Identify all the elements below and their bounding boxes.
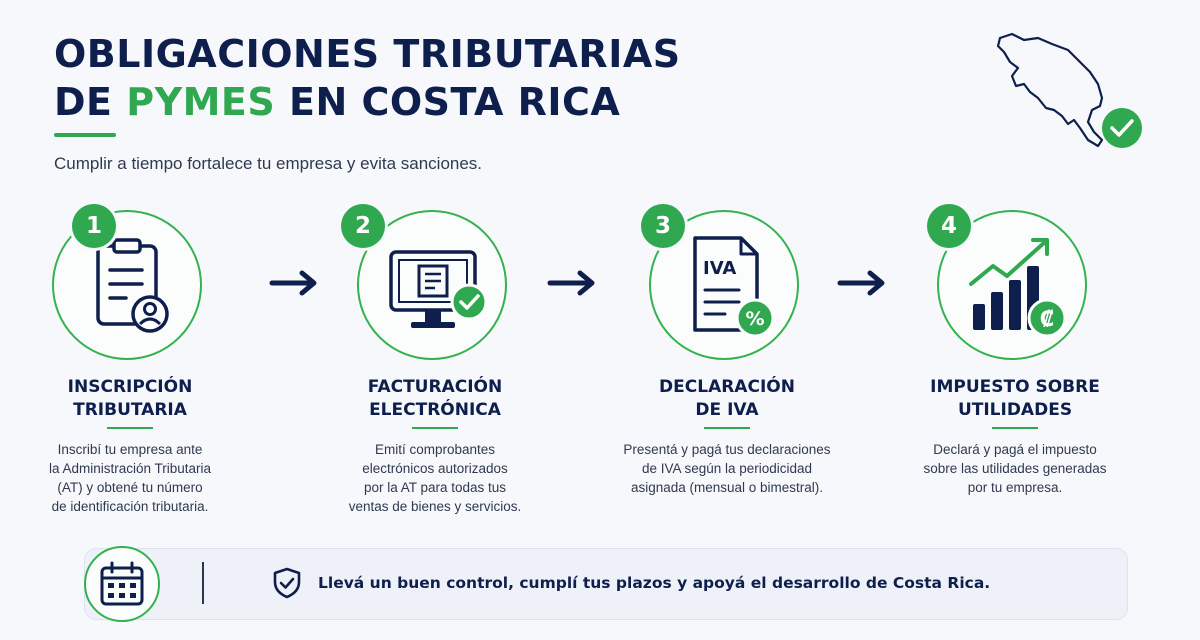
monitor-check-icon <box>389 250 488 328</box>
step-description: Emití comprobantes electrónicos autoriza… <box>305 440 565 516</box>
step-underline <box>412 427 458 429</box>
step-title-line-1: FACTURACIÓN <box>367 377 503 397</box>
colon-currency-badge: ₡ <box>1040 307 1055 331</box>
step-title-line-2: TRIBUTARIA <box>73 400 187 420</box>
title-underline <box>54 133 116 137</box>
percent-badge: % <box>745 308 764 330</box>
title-prefix: DE <box>54 80 127 124</box>
subtitle: Cumplir a tiempo fortalece tu empresa y … <box>54 154 483 173</box>
step-description-line: de identificación tributaria. <box>51 499 209 514</box>
title-line-1: OBLIGACIONES TRIBUTARIAS <box>54 32 681 76</box>
shield-check-icon <box>273 567 301 599</box>
step-underline <box>992 427 1038 429</box>
title-highlight: PYMES <box>126 80 276 124</box>
iva-document-icon: IVA % <box>693 236 775 338</box>
growth-chart-icon: ₡ <box>969 238 1067 338</box>
step-number-badge: 2 <box>341 204 385 248</box>
step-title-line-2: UTILIDADES <box>957 400 1073 420</box>
title-suffix: EN COSTA RICA <box>275 80 621 124</box>
step-title: IMPUESTO SOBRE UTILIDADES <box>885 376 1145 422</box>
step-description-line: Emití comprobantes <box>374 442 496 457</box>
iva-label: IVA <box>703 258 736 279</box>
calendar-icon <box>100 561 144 606</box>
step-description-line: electrónicos autorizados <box>362 461 508 476</box>
costa-rica-map-icon <box>996 32 1142 148</box>
step-description-line: Inscribí tu empresa ante <box>57 442 203 457</box>
clipboard-user-icon <box>96 238 169 333</box>
step-number-badge: 3 <box>641 204 685 248</box>
step-description: Presentá y pagá tus declaraciones de IVA… <box>597 440 857 497</box>
step-title-line-1: IMPUESTO SOBRE <box>930 377 1100 397</box>
step-description: Inscribí tu empresa ante la Administraci… <box>0 440 260 516</box>
arrow-right-icon <box>837 270 885 296</box>
step-title-line-2: ELECTRÓNICA <box>369 400 501 420</box>
banner-divider <box>202 562 204 604</box>
step-description-line: de IVA según la periodicidad <box>641 461 813 476</box>
step-description-line: Presentá y pagá tus declaraciones <box>623 442 831 457</box>
step-title-line-1: INSCRIPCIÓN <box>67 377 193 397</box>
step-description-line: (AT) y obtené tu número <box>57 480 203 495</box>
arrow-right-icon <box>269 270 317 296</box>
step-description-line: la Administración Tributaria <box>48 461 212 476</box>
step-number-badge: 4 <box>927 204 971 248</box>
step-title: INSCRIPCIÓN TRIBUTARIA <box>0 376 260 422</box>
step-underline <box>107 427 153 429</box>
calendar-badge <box>84 546 160 622</box>
footer-banner <box>84 548 1128 620</box>
step-description: Declará y pagá el impuesto sobre las uti… <box>885 440 1145 497</box>
step-description-line: Declará y pagá el impuesto <box>933 442 1097 457</box>
footer-message: Llevá un buen control, cumplí tus plazos… <box>318 574 991 592</box>
page-title: OBLIGACIONES TRIBUTARIAS DE PYMES EN COS… <box>54 30 681 126</box>
step-title: FACTURACIÓN ELECTRÓNICA <box>305 376 565 422</box>
step-description-line: ventas de bienes y servicios. <box>348 499 522 514</box>
step-number-badge: 1 <box>72 204 116 248</box>
step-description-line: sobre las utilidades generadas <box>923 461 1107 476</box>
arrow-right-icon <box>547 270 595 296</box>
step-title-line-1: DECLARACIÓN <box>659 377 795 397</box>
step-title: DECLARACIÓN DE IVA <box>597 376 857 422</box>
step-description-line: por la AT para todas tus <box>363 480 507 495</box>
step-description-line: por tu empresa. <box>967 480 1063 495</box>
title-line-2: DE PYMES EN COSTA RICA <box>54 78 681 126</box>
step-title-line-2: DE IVA <box>695 400 759 420</box>
step-underline <box>704 427 750 429</box>
step-description-line: asignada (mensual o bimestral). <box>630 480 824 495</box>
